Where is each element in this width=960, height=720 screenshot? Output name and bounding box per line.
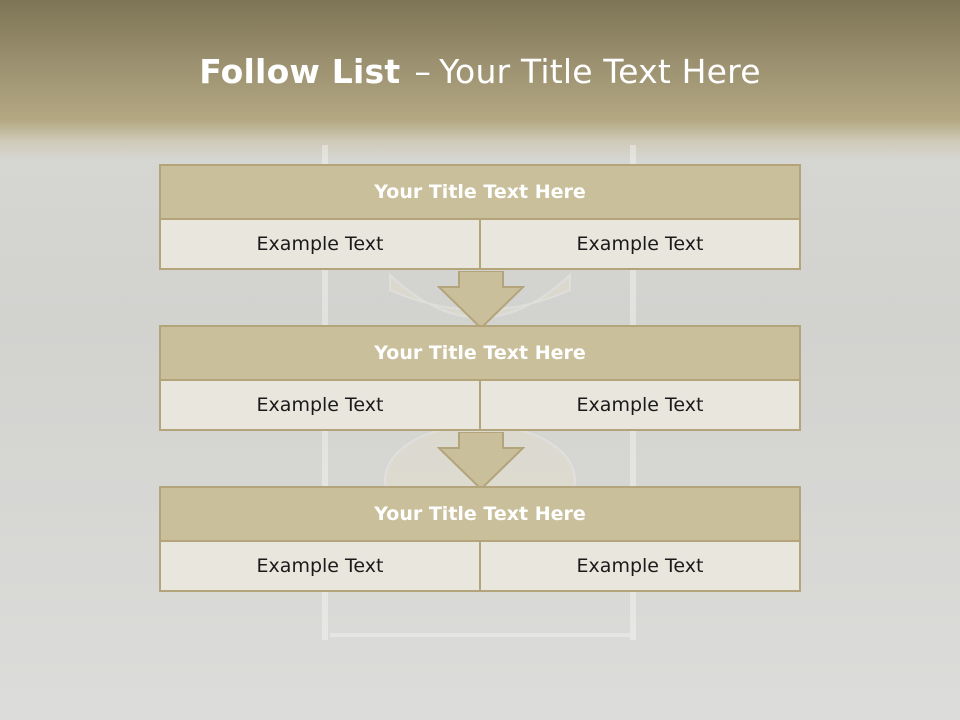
block-title: Your Title Text Here [159,486,801,542]
block-row: Example Text Example Text [159,542,801,592]
block-row: Example Text Example Text [159,220,801,270]
block-cell-left: Example Text [159,542,481,592]
slide-title: Follow List–Your Title Text Here [0,52,960,91]
list-block-3: Your Title Text Here Example Text Exampl… [159,486,801,592]
slide-title-separator: – [414,52,432,91]
down-arrow-icon [437,432,525,490]
block-title: Your Title Text Here [159,164,801,220]
block-cell-right: Example Text [481,381,801,431]
block-title: Your Title Text Here [159,325,801,381]
list-block-1: Your Title Text Here Example Text Exampl… [159,164,801,270]
block-row: Example Text Example Text [159,381,801,431]
block-cell-left: Example Text [159,381,481,431]
slide-title-bold: Follow List [199,52,401,91]
header-band [0,0,960,160]
block-cell-right: Example Text [481,542,801,592]
list-block-2: Your Title Text Here Example Text Exampl… [159,325,801,431]
block-cell-left: Example Text [159,220,481,270]
down-arrow-icon [437,271,525,329]
slide-title-rest: Your Title Text Here [439,52,761,91]
block-cell-right: Example Text [481,220,801,270]
